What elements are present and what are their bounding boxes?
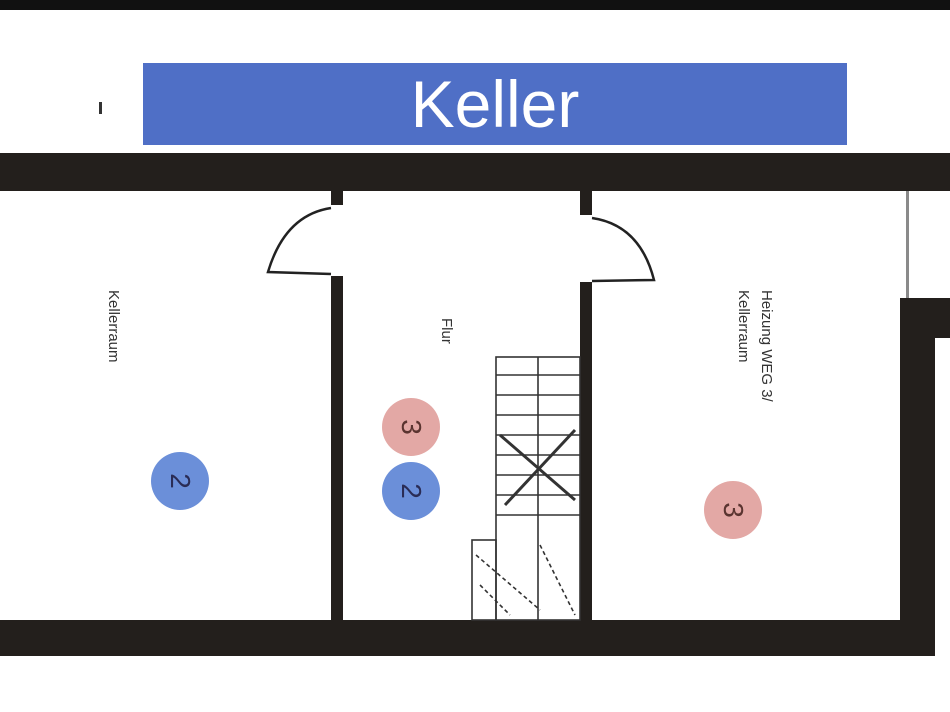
count-badge-pink: 3 [382, 398, 440, 456]
staircase [471, 356, 581, 621]
room-label-line1: Heizung WEG 3/ [758, 290, 775, 402]
count-badge-blue: 2 [151, 452, 209, 510]
wall-partition-right-upper [580, 191, 592, 215]
room-label: Kellerraum [105, 290, 122, 363]
wall-partition-left [331, 276, 343, 620]
door-right[interactable] [591, 216, 656, 283]
room-label-line2: Kellerraum [735, 290, 752, 363]
wall-top [0, 153, 950, 191]
wall-right-outer [900, 298, 935, 656]
top-frame-bar [0, 0, 950, 10]
wall-right-step [900, 298, 950, 338]
wall-right-thin [906, 191, 909, 298]
wall-bottom [0, 620, 935, 656]
wall-partition-left-upper [331, 191, 343, 205]
margin-mark [99, 102, 102, 114]
wall-partition-right [580, 282, 592, 620]
floor-title-banner: Keller [143, 63, 847, 145]
count-badge-pink: 3 [704, 481, 762, 539]
room-label: Flur [438, 318, 455, 344]
door-left[interactable] [266, 206, 332, 276]
floor-title: Keller [410, 67, 580, 141]
count-badge-blue: 2 [382, 462, 440, 520]
